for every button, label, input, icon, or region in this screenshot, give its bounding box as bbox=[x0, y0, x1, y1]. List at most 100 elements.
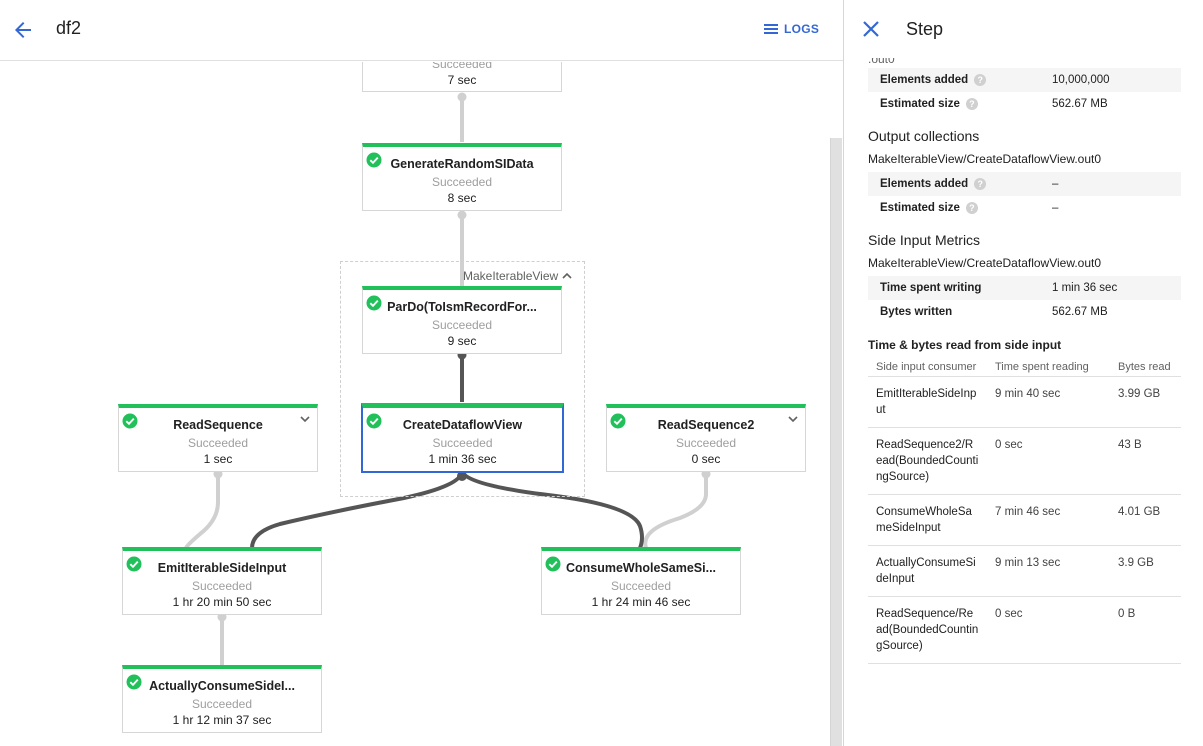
consumer-cell: ConsumeWholeSameSideInput bbox=[868, 494, 987, 546]
close-icon[interactable] bbox=[862, 20, 880, 38]
chevron-down-icon[interactable] bbox=[787, 414, 799, 424]
bytes-cell: 43 B bbox=[1110, 427, 1181, 495]
step-node-readsequence[interactable]: ReadSequence Succeeded 1 sec bbox=[118, 404, 318, 472]
step-node-emititerablesideinput[interactable]: EmitIterableSideInput Succeeded 1 hr 20 … bbox=[122, 547, 322, 615]
group-label: MakeIterableView bbox=[463, 269, 572, 283]
metric-key: Estimated size? bbox=[868, 196, 1040, 220]
step-node-generaterandomsidata[interactable]: GenerateRandomSIData Succeeded 8 sec bbox=[362, 143, 562, 211]
step-duration: 9 sec bbox=[447, 334, 477, 348]
consumer-cell: ReadSequence/Read(BoundedCountingSource) bbox=[868, 596, 987, 664]
check-circle-icon bbox=[366, 413, 382, 429]
consumer-cell: EmitIterableSideInput bbox=[868, 376, 987, 428]
bytes-cell: 4.01 GB bbox=[1110, 494, 1181, 546]
step-name: ParDo(ToIsmRecordFor... bbox=[387, 300, 537, 314]
check-circle-icon bbox=[366, 152, 382, 168]
bytes-cell: 0 B bbox=[1110, 596, 1181, 664]
help-icon[interactable]: ? bbox=[965, 97, 978, 110]
step-duration: 1 hr 24 min 46 sec bbox=[591, 595, 691, 609]
graph-scrollbar[interactable] bbox=[830, 138, 842, 746]
edge-readseq2-consume bbox=[643, 474, 708, 549]
step-panel-body[interactable]: .out0 Elements added? 10,000,000 Estimat… bbox=[868, 50, 1188, 664]
logs-button[interactable]: LOGS bbox=[764, 20, 819, 38]
job-title: df2 bbox=[56, 18, 82, 38]
step-node-pardo[interactable]: ParDo(ToIsmRecordFor... Succeeded 9 sec bbox=[362, 286, 562, 354]
step-duration: 7 sec bbox=[447, 73, 477, 87]
step-duration: 1 sec bbox=[203, 452, 233, 466]
bytes-cell: 3.9 GB bbox=[1110, 545, 1181, 597]
step-node-consumewholesamesideinput[interactable]: ConsumeWholeSameSi... Succeeded 1 hr 24 … bbox=[541, 547, 741, 615]
metric-key: Time spent writing bbox=[868, 276, 1040, 300]
check-circle-icon bbox=[366, 295, 382, 311]
chevron-down-icon[interactable] bbox=[299, 414, 311, 424]
step-name: ConsumeWholeSameSi... bbox=[565, 561, 717, 575]
time-cell: 9 min 40 sec bbox=[987, 376, 1110, 428]
metric-key: Elements added? bbox=[868, 172, 1040, 196]
metric-key: Bytes written bbox=[880, 306, 953, 318]
metric-label: Estimated size bbox=[880, 98, 960, 111]
step-panel-header: Step bbox=[844, 0, 1203, 58]
time-cell: 0 sec bbox=[987, 596, 1110, 664]
check-circle-icon bbox=[610, 413, 626, 429]
side-input-metrics-title: Side Input Metrics bbox=[868, 232, 981, 248]
step-node-createdataflowview[interactable]: CreateDataflowView Succeeded 1 min 36 se… bbox=[361, 403, 564, 473]
step-panel: Step .out0 Elements added? 10,000,000 Es… bbox=[843, 0, 1203, 746]
list-lines-icon bbox=[764, 24, 778, 34]
step-node-actuallyconsumesideinput[interactable]: ActuallyConsumeSideI... Succeeded 1 hr 1… bbox=[122, 665, 322, 733]
step-duration: 1 hr 12 min 37 sec bbox=[172, 713, 272, 727]
table-row: ReadSequence2/Read(BoundedCountingSource… bbox=[868, 427, 1181, 495]
edge-dot bbox=[457, 210, 467, 220]
step-node-readsequence2[interactable]: ReadSequence2 Succeeded 0 sec bbox=[606, 404, 806, 472]
help-icon[interactable]: ? bbox=[974, 73, 987, 86]
group-name: MakeIterableView bbox=[463, 269, 559, 283]
step-duration: 0 sec bbox=[691, 452, 721, 466]
step-status: Succeeded bbox=[432, 436, 493, 450]
step-status: Succeeded bbox=[187, 436, 249, 450]
metric-row: Estimated size? – bbox=[868, 196, 1181, 220]
collapse-group-button[interactable] bbox=[562, 272, 572, 280]
step-name: ReadSequence bbox=[173, 418, 263, 432]
metric-key: Elements added? bbox=[868, 68, 1040, 92]
consumer-cell: ReadSequence2/Read(BoundedCountingSource… bbox=[868, 427, 987, 495]
metric-row: Elements added? 10,000,000 bbox=[868, 68, 1181, 92]
step-status: Succeeded bbox=[431, 62, 493, 71]
output-collection-name: MakeIterableView/CreateDataflowView.out0 bbox=[868, 152, 1102, 166]
check-circle-icon bbox=[545, 556, 561, 572]
side-input-collection-name: MakeIterableView/CreateDataflowView.out0 bbox=[868, 256, 1102, 270]
step-status: Succeeded bbox=[191, 697, 253, 711]
metric-row: Time spent writing 1 min 36 sec bbox=[868, 276, 1181, 300]
check-circle-icon bbox=[122, 413, 138, 429]
check-circle-icon bbox=[126, 674, 142, 690]
time-cell: 0 sec bbox=[987, 427, 1110, 495]
table-row: ReadSequence/Read(BoundedCountingSource)… bbox=[868, 596, 1181, 664]
step-status: Succeeded bbox=[191, 579, 253, 593]
step-status: Succeeded bbox=[431, 175, 493, 189]
metric-key: Estimated size? bbox=[868, 92, 1040, 116]
help-icon[interactable]: ? bbox=[965, 201, 978, 214]
output-collections-title: Output collections bbox=[868, 128, 980, 144]
edge-create-emit bbox=[250, 471, 464, 549]
column-header: Time spent reading bbox=[987, 358, 1110, 377]
step-name: ActuallyConsumeSideI... bbox=[149, 679, 295, 693]
output-metrics-table: Elements added? – Estimated size? – bbox=[868, 172, 1181, 220]
logs-label: LOGS bbox=[784, 22, 820, 36]
metric-value: – bbox=[1040, 172, 1181, 196]
metric-value: – bbox=[1052, 202, 1059, 214]
table-row: EmitIterableSideInput 9 min 40 sec 3.99 … bbox=[868, 376, 1181, 428]
time-cell: 9 min 13 sec bbox=[987, 545, 1110, 597]
metric-value: 562.67 MB bbox=[1052, 98, 1108, 110]
step-node-previous[interactable]: Succeeded 7 sec bbox=[362, 62, 562, 92]
side-input-consumers-table: Side input consumer Time spent reading B… bbox=[868, 358, 1181, 664]
input-metrics-table: Elements added? 10,000,000 Estimated siz… bbox=[868, 68, 1181, 116]
chevron-up-icon bbox=[562, 272, 572, 279]
table-header-row: Side input consumer Time spent reading B… bbox=[868, 358, 1181, 377]
arrow-back-icon[interactable] bbox=[10, 18, 36, 42]
step-status: Succeeded bbox=[610, 579, 672, 593]
consumer-cell: ActuallyConsumeSideInput bbox=[868, 545, 987, 597]
edge-dot bbox=[457, 471, 467, 481]
help-icon[interactable]: ? bbox=[974, 177, 987, 190]
metric-row: Estimated size? 562.67 MB bbox=[868, 92, 1181, 116]
metric-label: Elements added bbox=[880, 178, 969, 191]
step-name: EmitIterableSideInput bbox=[157, 561, 287, 575]
pipeline-graph[interactable]: MakeIterableView Succeeded 7 sec Generat… bbox=[0, 62, 843, 746]
metric-label: Elements added bbox=[880, 74, 969, 87]
